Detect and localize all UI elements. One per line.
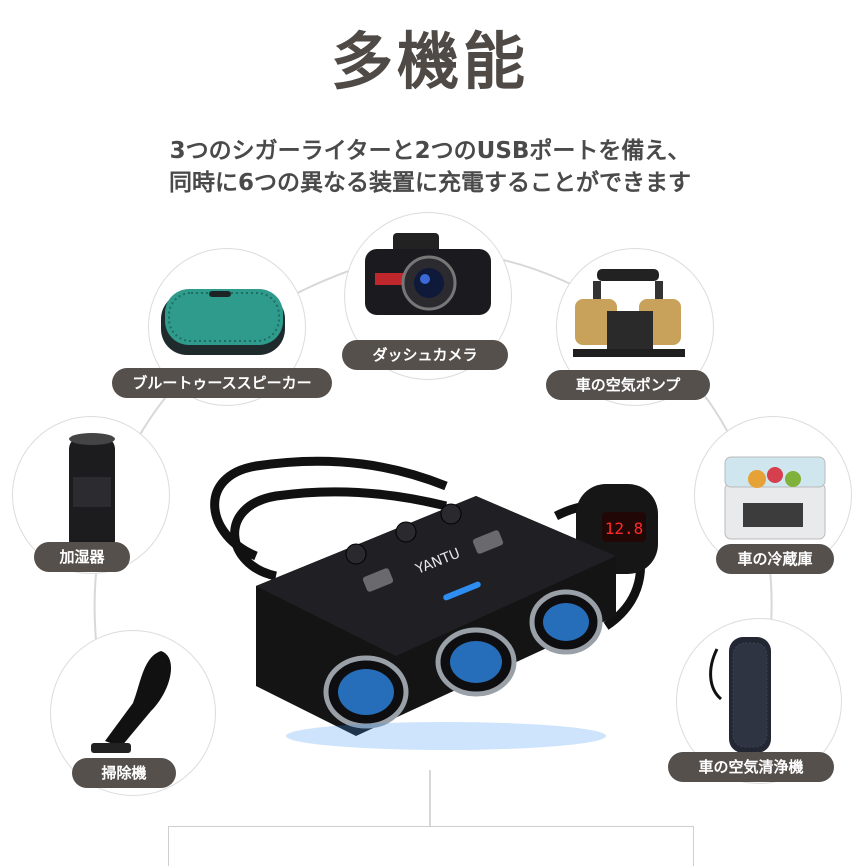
- subtitle-line-1: 3つのシガーライターと2つのUSBポートを備え、: [169, 138, 691, 164]
- vacuum-cleaner-icon: [91, 651, 172, 753]
- label-dash-camera: ダッシュカメラ: [342, 340, 508, 370]
- label-vacuum: 掃除機: [72, 758, 176, 788]
- subtitle-line-2: 同時に6つの異なる装置に充電することができます: [168, 170, 691, 196]
- humidifier-icon: [69, 433, 115, 553]
- label-car-fridge: 車の冷蔵庫: [716, 544, 834, 574]
- label-air-pump: 車の空気ポンプ: [546, 370, 710, 400]
- car-fridge-icon: [724, 456, 826, 540]
- label-humidifier: 加湿器: [34, 542, 130, 572]
- socket-splitter-device: 12.8 YANTU: [210, 456, 658, 750]
- air-pump-icon: [573, 269, 685, 357]
- bluetooth-speaker-icon: [161, 289, 285, 355]
- next-section-panel: [168, 826, 694, 866]
- label-bluetooth-speaker: ブルートゥーススピーカー: [112, 368, 332, 398]
- dash-camera-icon: [365, 233, 491, 315]
- page-title: 多機能: [330, 25, 529, 98]
- label-air-purifier: 車の空気清浄機: [668, 752, 834, 782]
- air-purifier-icon: [709, 637, 771, 753]
- voltage-display: 12.8: [605, 519, 644, 538]
